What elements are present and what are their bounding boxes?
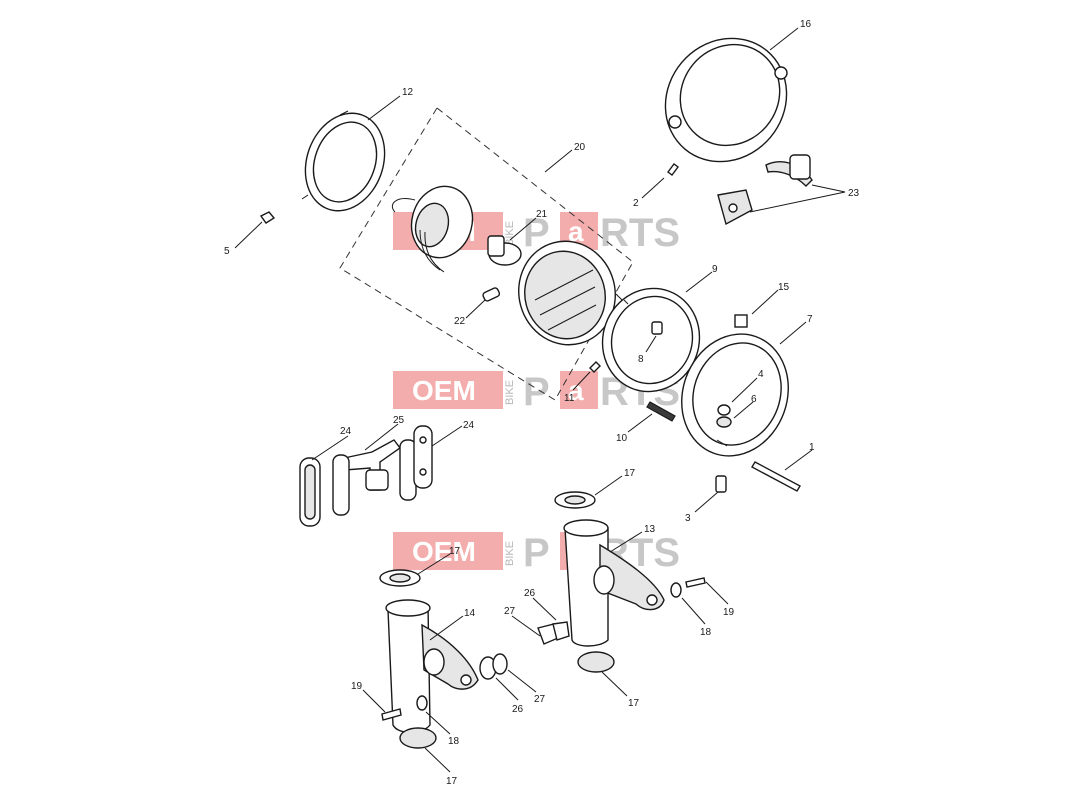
clip-part-26-27-left	[479, 653, 508, 680]
rim-part-7	[681, 333, 789, 457]
bracket-part-25	[332, 439, 417, 516]
rubber-part-24-left	[299, 457, 321, 527]
callout-26-b: 26	[512, 704, 524, 715]
leader-lines	[234, 27, 846, 773]
callout-11: 11	[564, 393, 575, 404]
clip-part-26-27-right	[537, 621, 570, 645]
callout-19-b: 19	[723, 607, 735, 618]
callout-10: 10	[616, 433, 628, 444]
callout-2: 2	[633, 198, 639, 209]
callout-17-b: 17	[449, 546, 461, 557]
callout-5: 5	[224, 246, 230, 257]
callout-27-b: 27	[534, 694, 546, 705]
stud-part-8	[651, 321, 663, 335]
callout-12: 12	[402, 87, 414, 98]
fork-bracket-part-13	[563, 519, 665, 647]
svg-text:BIKE: BIKE	[504, 221, 516, 246]
bolt-part-3	[715, 475, 727, 493]
callout-20: 20	[574, 142, 586, 153]
callout-14: 14	[464, 608, 476, 619]
bolt-part-1	[751, 461, 801, 492]
callout-6: 6	[751, 394, 757, 405]
washer-part-17-bottom-right	[577, 651, 615, 673]
callout-labels: 12 5 20 21 22 16 2 23 9 8 15 7 4 6 11 10…	[224, 19, 860, 787]
callout-15: 15	[778, 282, 790, 293]
rim-ring-part-12	[301, 110, 386, 212]
svg-text:a: a	[568, 216, 584, 247]
callout-17-c: 17	[628, 698, 640, 709]
callout-19-a: 19	[351, 681, 363, 692]
headlamp-shell-part-16	[664, 37, 788, 163]
callout-4: 4	[758, 369, 764, 380]
callout-13: 13	[644, 524, 656, 535]
spring-part-10	[646, 401, 676, 422]
callout-27-a: 27	[504, 606, 516, 617]
washer-part-17-top-left	[379, 569, 421, 587]
callout-8: 8	[638, 354, 644, 365]
callout-21: 21	[536, 209, 548, 220]
svg-text:OEM: OEM	[412, 536, 476, 567]
watermark-middle: OEM BIKE P a RTS	[393, 370, 680, 414]
callout-16: 16	[800, 19, 812, 30]
bolt-part-19-left	[381, 708, 402, 721]
callout-24-b: 24	[463, 420, 475, 431]
fork-bracket-part-14	[385, 599, 479, 734]
screw-part-11	[589, 361, 601, 373]
assembly-outline	[339, 107, 634, 401]
svg-text:P: P	[523, 531, 550, 575]
svg-text:BIKE: BIKE	[504, 380, 516, 405]
callout-24-a: 24	[340, 426, 352, 437]
callout-7: 7	[807, 314, 813, 325]
bezel-ring-part-9	[601, 287, 701, 393]
callout-9: 9	[712, 264, 718, 275]
callout-23: 23	[848, 188, 860, 199]
screw-part-2	[667, 163, 679, 176]
washer-part-18-right	[670, 582, 682, 598]
watermark-bottom: OEM BIKE P a RTS	[393, 531, 680, 575]
callout-22: 22	[454, 316, 466, 327]
callout-17-d: 17	[446, 776, 458, 787]
bracket-part-23	[717, 154, 813, 226]
callout-3: 3	[685, 513, 691, 524]
svg-text:P: P	[523, 370, 550, 414]
washer-part-17-bottom-left	[399, 727, 437, 749]
washer-part-18-left	[416, 695, 428, 711]
callout-18-a: 18	[448, 736, 460, 747]
callout-25: 25	[393, 415, 405, 426]
pad-part-15	[734, 314, 748, 328]
clip-part-5	[259, 211, 276, 224]
svg-text:BIKE: BIKE	[504, 541, 516, 566]
washer-part-17-top-right	[554, 491, 596, 509]
callout-18-b: 18	[700, 627, 712, 638]
svg-text:OEM: OEM	[412, 375, 476, 406]
callout-1: 1	[809, 442, 815, 453]
rubber-part-24-right	[413, 425, 433, 489]
callout-26-a: 26	[524, 588, 536, 599]
bolt-part-19-right	[685, 577, 706, 588]
callout-17-a: 17	[624, 468, 636, 479]
svg-text:RTS: RTS	[600, 211, 680, 255]
headlamp-unit	[391, 185, 616, 346]
